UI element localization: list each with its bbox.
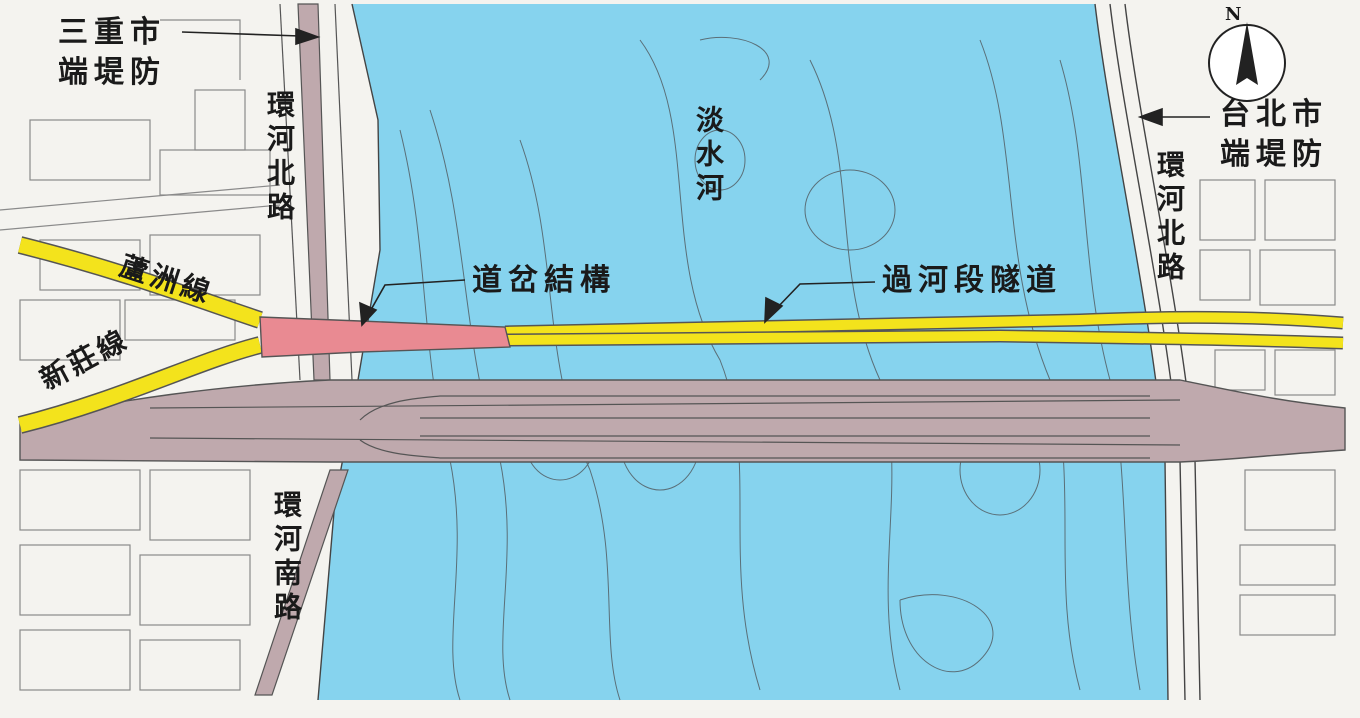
label-tamsui-river: 淡水河	[692, 105, 725, 207]
bridge-lanes	[149, 395, 1181, 459]
label-taipei-levee-line1: 台北市	[1220, 97, 1328, 132]
label-sanchong-levee-line1: 三重市	[58, 15, 166, 50]
bridge-deck	[19, 379, 1346, 463]
north-arrow-icon	[1208, 22, 1286, 102]
turnout-structure	[259, 316, 511, 358]
label-north: N	[1225, 4, 1242, 25]
leader-arrows	[181, 27, 1210, 327]
label-huanhe-north-road-east: 環河北路	[1153, 150, 1186, 286]
label-huanhe-north-road-west: 環河北路	[263, 90, 296, 226]
east-city-blocks	[1199, 179, 1336, 636]
label-taipei-levee-line2: 端堤防	[1220, 137, 1328, 172]
label-river-crossing-tunnel: 過河段隧道	[882, 263, 1062, 298]
label-turnout-structure: 道岔結構	[472, 263, 616, 298]
tunnel-lines	[504, 310, 1344, 350]
xinzhuang-line	[17, 336, 263, 434]
luzhou-line	[17, 236, 263, 329]
label-huanhe-south-road: 環河南路	[270, 490, 303, 626]
west-city-blocks	[0, 19, 281, 691]
label-sanchong-levee-line2: 端堤防	[58, 55, 166, 90]
tamsui-river	[318, 4, 1168, 700]
